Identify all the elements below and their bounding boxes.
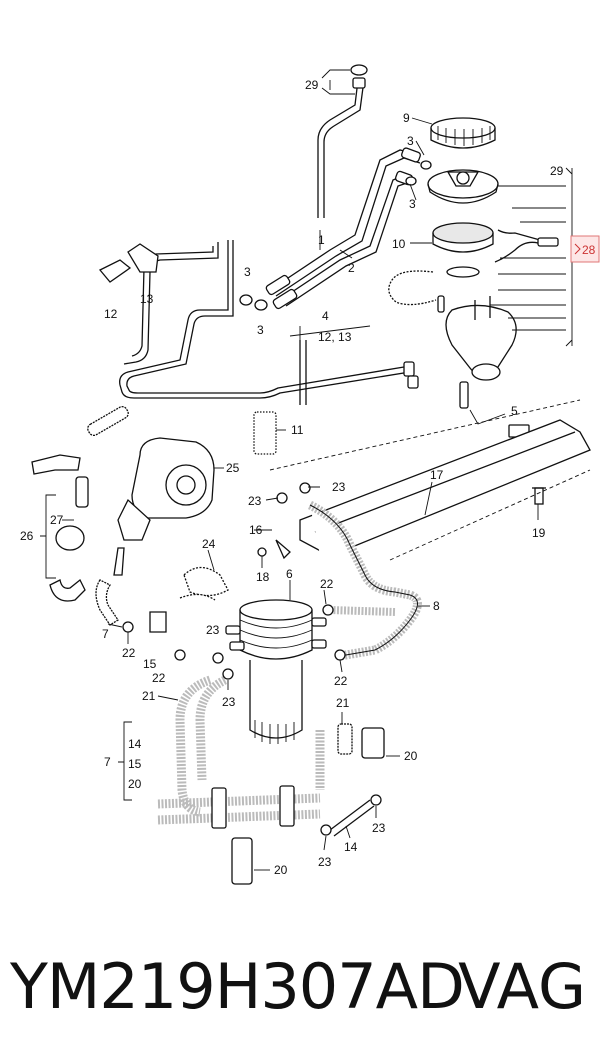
label-29-right: 29	[550, 164, 564, 178]
label-23e: 23	[372, 821, 386, 835]
label-12: 12	[104, 307, 118, 321]
label-16: 16	[249, 523, 263, 537]
label-4-sub: 12, 13	[318, 330, 352, 344]
label-3c: 3	[244, 265, 251, 279]
label-9: 9	[403, 111, 410, 125]
label-14b: 14	[344, 840, 358, 854]
label-22c: 22	[152, 671, 166, 685]
label-3b: 3	[409, 197, 416, 211]
label-21b: 21	[336, 696, 350, 710]
small-clips	[122, 482, 346, 680]
fuel-filter	[225, 599, 327, 744]
label-19: 19	[532, 526, 546, 540]
fuel-system-exploded-diagram: 28 29 9 3 3 29 1 2 10 12 13 3 3 4 12, 13…	[20, 64, 600, 885]
label-20a: 20	[128, 777, 142, 791]
label-29-top: 29	[305, 78, 319, 92]
part-code: YM219H307AD	[10, 950, 465, 1023]
label-23b: 23	[332, 480, 346, 494]
label-27: 27	[50, 513, 64, 527]
label-26: 26	[20, 529, 34, 543]
flexible-hoses	[157, 500, 422, 825]
leader-lines	[40, 69, 573, 871]
part-labels: 29 9 3 3 29 1 2 10 12 13 3 3 4 12, 13 11…	[20, 78, 564, 877]
label-2: 2	[348, 261, 355, 275]
fuel-lines-top	[265, 64, 421, 310]
label-10: 10	[392, 237, 406, 251]
label-3a: 3	[407, 134, 414, 148]
label-7a: 7	[102, 627, 109, 641]
label-22b: 22	[122, 646, 136, 660]
label-22a: 22	[320, 577, 334, 591]
frame-rail	[269, 399, 591, 561]
label-22d: 22	[334, 674, 348, 688]
pump-left	[31, 405, 215, 626]
fuel-pump-assembly	[388, 117, 559, 409]
brand-name: VAG	[458, 950, 586, 1023]
label-13: 13	[140, 292, 154, 306]
label-17: 17	[430, 468, 444, 482]
label-6: 6	[286, 567, 293, 581]
footer: YM219H307AD VAG	[0, 930, 600, 1050]
return-line-loop	[119, 240, 419, 405]
label-23f: 23	[318, 855, 332, 869]
label-23a: 23	[248, 494, 262, 508]
label-18: 18	[256, 570, 270, 584]
label-14a: 14	[128, 737, 142, 751]
label-21a: 21	[142, 689, 156, 703]
label-24: 24	[202, 537, 216, 551]
label-5: 5	[511, 404, 518, 418]
label-20c: 20	[274, 863, 288, 877]
label-20b: 20	[404, 749, 418, 763]
hose-clamps	[211, 723, 385, 885]
label-15b: 15	[128, 757, 142, 771]
label-3d: 3	[257, 323, 264, 337]
label-23c: 23	[206, 623, 220, 637]
label-4: 4	[322, 309, 329, 323]
label-25: 25	[226, 461, 240, 475]
label-28: 28	[582, 243, 596, 257]
callout-28[interactable]: 28	[570, 235, 600, 263]
label-8: 8	[433, 599, 440, 613]
label-1: 1	[318, 233, 325, 247]
label-15: 15	[143, 657, 157, 671]
label-7b: 7	[104, 755, 111, 769]
label-23d: 23	[222, 695, 236, 709]
label-11: 11	[291, 423, 304, 437]
